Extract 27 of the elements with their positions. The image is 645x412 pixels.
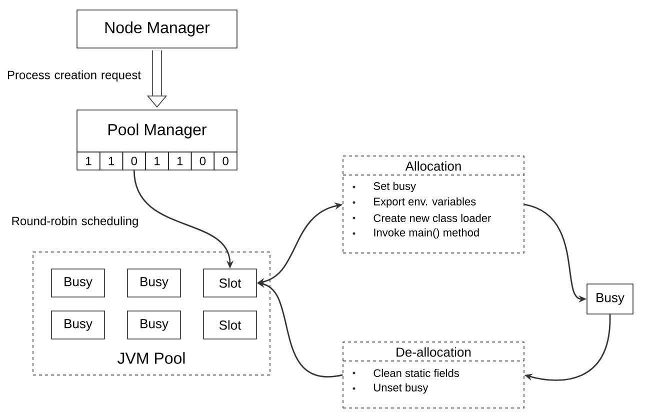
edge-label: Round-robin scheduling	[4, 215, 146, 229]
process-box: Busy	[51, 310, 105, 340]
bit-cell: 1	[168, 152, 192, 170]
process-box: Busy	[586, 284, 634, 314]
process-box: Slot	[203, 268, 257, 298]
process-box: Busy	[127, 310, 181, 340]
bullet-item: Set busy	[374, 182, 416, 192]
bullet-item: Create new class loader	[374, 214, 491, 222]
box-heading: Allocation	[405, 161, 461, 171]
bit-cell: 1	[76, 152, 100, 170]
bit-cell: 0	[122, 152, 146, 170]
bullet-item: Clean static fields	[374, 368, 459, 378]
bit-cell: 1	[145, 152, 169, 170]
bullet-item: Export env. variables	[374, 197, 476, 208]
process-box: Pool Manager	[76, 110, 238, 152]
bullet-item: Invoke main() method	[374, 228, 479, 239]
bit-cell: 0	[214, 152, 238, 170]
edge-label: Process creation request	[3, 69, 145, 83]
bullet-item: Unset busy	[374, 383, 428, 394]
bit-cell: 1	[99, 152, 124, 170]
process-box: Busy	[51, 268, 105, 298]
box-heading: De-allocation	[396, 347, 471, 357]
process-box: Slot	[203, 310, 257, 340]
process-box: Busy	[127, 268, 181, 298]
process-box: Node Manager	[76, 10, 238, 48]
pool-title: JVM Pool	[118, 352, 185, 364]
bit-cell: 0	[190, 152, 215, 170]
